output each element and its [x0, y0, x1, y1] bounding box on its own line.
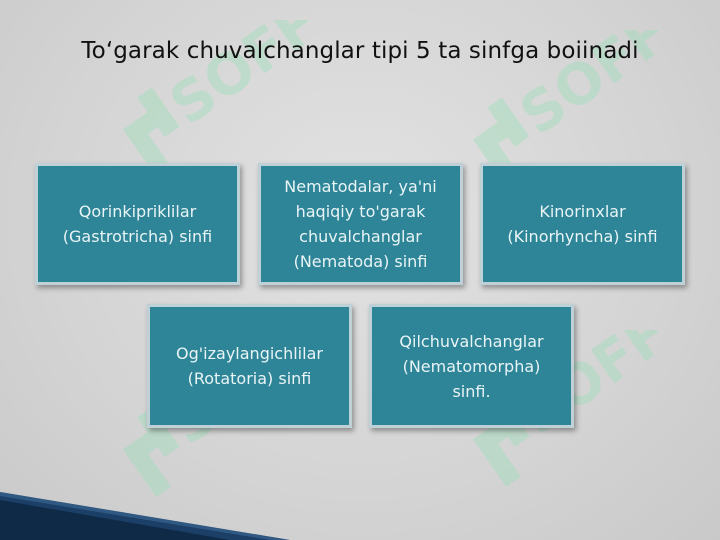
class-box-kinorhyncha: Kinorinxlar (Kinorhyncha) sinfi: [480, 163, 685, 285]
slide-title: To‘garak chuvalchanglar tipi 5 ta sinfga…: [81, 38, 639, 64]
corner-decoration: [0, 492, 290, 540]
class-box-nematoda: Nematodalar, ya'ni haqiqiy to'garak chuv…: [258, 163, 463, 285]
class-box-rotatoria: Og'izaylangichlilar (Rotatoria) sinfi: [147, 304, 352, 428]
class-box-nematomorpha: Qilchuvalchanglar (Nematomorpha) sinfi.: [369, 304, 574, 428]
class-box-gastrotricha: Qorinkipriklilar (Gastrotricha) sinfi: [35, 163, 240, 285]
